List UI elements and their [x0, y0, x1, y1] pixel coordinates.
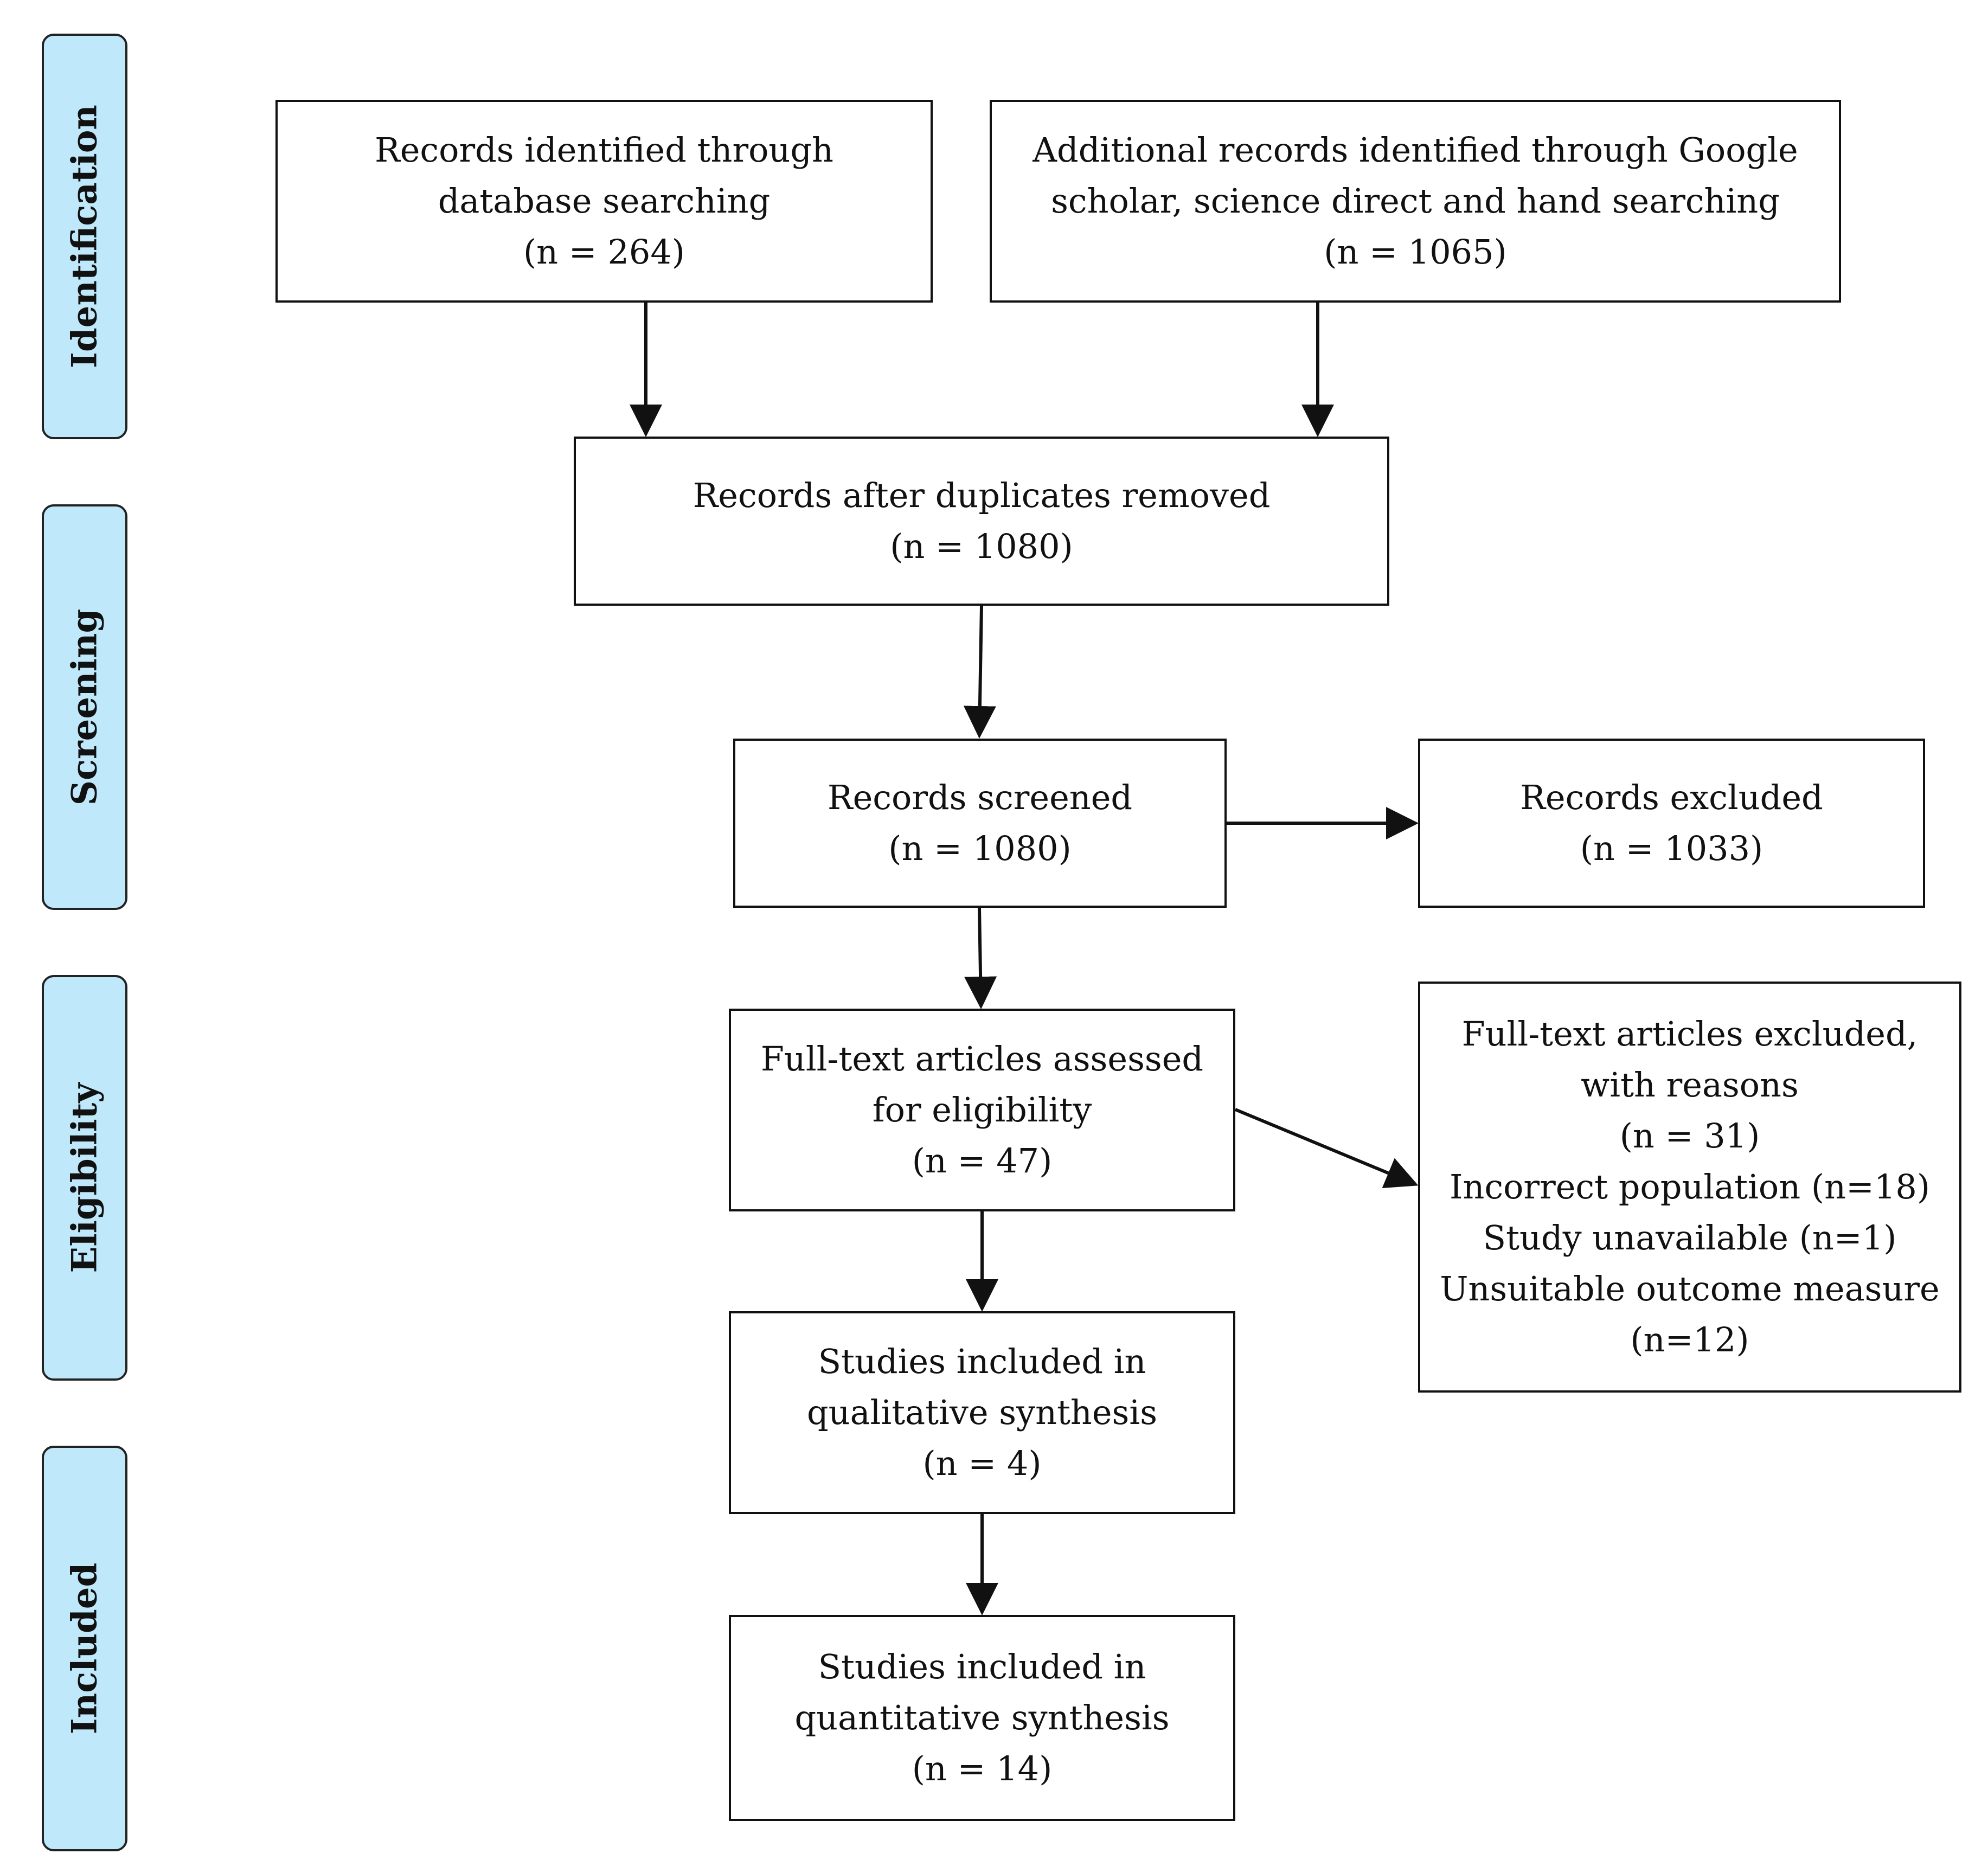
box-line: Incorrect population (n=18) [1449, 1167, 1931, 1207]
box-line: (n = 1080) [888, 829, 1072, 868]
box-line: Unsuitable outcome measure [1440, 1269, 1940, 1309]
box-line: for eligibility [872, 1090, 1092, 1130]
box-line: quantitative synthesis [794, 1698, 1170, 1737]
box-line: Additional records identified through Go… [1033, 130, 1798, 170]
records-screened-box: Records screened (n = 1080) [733, 739, 1227, 908]
records-excluded-box: Records excluded (n = 1033) [1418, 739, 1925, 908]
stage-tab-screening: Screening [42, 504, 127, 910]
box-line: (n = 1080) [890, 527, 1073, 566]
stage-tab-included: Included [42, 1446, 127, 1851]
box-line: Records after duplicates removed [692, 476, 1271, 515]
box-line: Study unavailable (n=1) [1483, 1218, 1897, 1258]
arrow-screened-to-fulltext [964, 907, 997, 1009]
database-records-box: Records identified through database sear… [275, 100, 933, 303]
box-line: (n = 1033) [1580, 829, 1763, 868]
box-line: (n = 31) [1619, 1116, 1760, 1156]
box-line: Full-text articles assessed [760, 1039, 1204, 1079]
fulltext-assessed-box: Full-text articles assessed for eligibil… [729, 1009, 1235, 1211]
qualitative-synthesis-box: Studies included in qualitative synthesi… [729, 1311, 1235, 1514]
box-line: Records screened [827, 778, 1133, 817]
box-line: (n = 1065) [1324, 232, 1507, 272]
arrow-fulltext-to-excluded [1234, 1108, 1419, 1188]
box-line: (n=12) [1630, 1320, 1749, 1359]
stage-tab-identification: Identification [42, 34, 127, 439]
quantitative-synthesis-box: Studies included in quantitative synthes… [729, 1615, 1235, 1821]
box-line: with reasons [1581, 1065, 1799, 1105]
box-line: scholar, science direct and hand searchi… [1051, 181, 1780, 221]
box-line: (n = 4) [922, 1444, 1042, 1483]
stage-tab-eligibility: Eligibility [42, 975, 127, 1381]
box-line: Full-text articles excluded, [1461, 1014, 1918, 1054]
box-line: (n = 14) [912, 1749, 1053, 1788]
box-line: Records excluded [1520, 778, 1823, 817]
box-line: (n = 47) [912, 1141, 1053, 1181]
box-line: Studies included in [818, 1342, 1146, 1381]
box-line: (n = 264) [523, 232, 685, 272]
box-line: Studies included in [818, 1647, 1146, 1686]
arrow-duplicates-to-screened [963, 605, 996, 739]
box-line: qualitative synthesis [806, 1393, 1158, 1432]
additional-records-box: Additional records identified through Go… [990, 100, 1841, 303]
after-duplicates-box: Records after duplicates removed (n = 10… [574, 437, 1389, 606]
fulltext-excluded-box: Full-text articles excluded, with reason… [1418, 982, 1961, 1393]
box-line: database searching [438, 181, 771, 221]
box-line: Records identified through [375, 130, 833, 170]
